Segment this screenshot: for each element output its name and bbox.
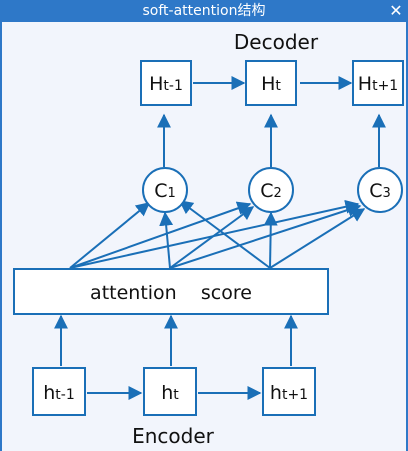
encoder-node-base: h	[270, 382, 282, 404]
decoder-node-base: H	[261, 73, 275, 95]
arrow-a1-C1	[69, 202, 151, 269]
encoder-node-sub: t	[173, 387, 179, 403]
decoder-label: Decoder	[234, 30, 319, 54]
decoder-node-base: H	[149, 73, 163, 95]
svg-text:ht+1: ht+1	[270, 382, 308, 404]
decoder-node-t-1: Ht-1	[140, 60, 192, 106]
svg-text:ht: ht	[161, 382, 179, 404]
arrow-a3-C3	[269, 208, 366, 269]
arrows	[54, 76, 386, 400]
context-node-base: C	[154, 180, 167, 202]
arrow-a1-C2	[69, 201, 252, 269]
window-title: soft-attention结构	[142, 3, 266, 19]
context-node-2: C2	[248, 167, 294, 213]
encoder-label: Encoder	[132, 424, 215, 448]
svg-text:ht-1: ht-1	[43, 382, 75, 404]
svg-text:Ht: Ht	[261, 73, 281, 95]
decoder-node-sub: t-1	[163, 78, 182, 94]
context-node-base: C	[260, 180, 273, 202]
context-node-sub: 2	[274, 186, 282, 201]
context-node-sub: 1	[168, 186, 176, 201]
svg-text:C2: C2	[260, 180, 282, 202]
window-frame	[0, 22, 408, 451]
encoder-node-sub: t+1	[282, 387, 308, 403]
arrow-a3-C2	[263, 211, 278, 269]
attention-score-label: attention score	[90, 282, 252, 304]
close-icon[interactable]: ✕	[389, 1, 403, 20]
context-node-base: C	[369, 180, 382, 202]
encoder-node-t+1: ht+1	[262, 367, 316, 416]
attention-score-box: attention score	[13, 268, 329, 315]
context-node-3: C3	[357, 167, 403, 213]
context-node-1: C1	[142, 167, 188, 213]
encoder-node-sub: t-1	[55, 387, 74, 403]
decoder-node-sub: t+1	[372, 78, 398, 94]
decoder-node-base: H	[358, 73, 372, 95]
arrow-a1-C3	[69, 199, 360, 269]
svg-text:C3: C3	[369, 180, 391, 202]
encoder-node-t-1: ht-1	[32, 367, 86, 416]
encoder-node-t: ht	[143, 367, 197, 416]
context-node-sub: 3	[383, 186, 391, 201]
encoder-node-base: h	[161, 382, 173, 404]
svg-text:Ht-1: Ht-1	[149, 73, 183, 95]
decoder-node-sub: t	[275, 78, 281, 94]
title-bar: soft-attention结构 ✕	[0, 0, 408, 22]
decoder-node-t+1: Ht+1	[352, 60, 404, 106]
encoder-node-base: h	[43, 382, 55, 404]
svg-text:Ht+1: Ht+1	[358, 73, 398, 95]
svg-text:C1: C1	[154, 180, 176, 202]
decoder-node-t: Ht	[245, 60, 297, 106]
arrow-a2-C3	[169, 203, 362, 269]
arrow-a2-C1	[159, 211, 174, 269]
